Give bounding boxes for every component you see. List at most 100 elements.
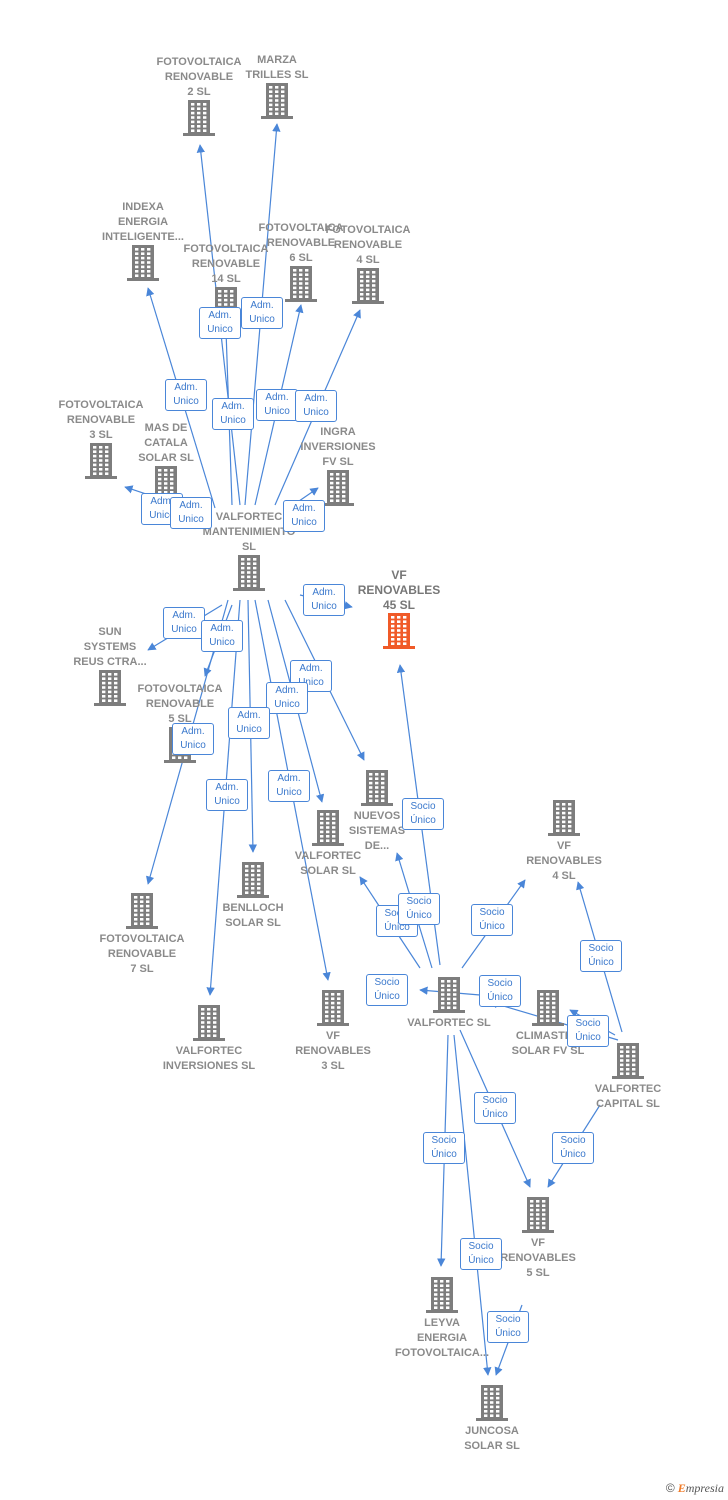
relation-badge[interactable]: Adm. Unico bbox=[165, 379, 207, 411]
relation-badge[interactable]: Adm. Unico bbox=[163, 607, 205, 639]
relation-badge[interactable]: Adm. Unico bbox=[268, 770, 310, 802]
relation-badge[interactable]: Adm. Unico bbox=[303, 584, 345, 616]
company-node-fv6[interactable]: FOTOVOLTAICA RENOVABLE 6 SL bbox=[236, 221, 366, 302]
company-name: VF RENOVABLES 5 SL bbox=[500, 1237, 576, 1279]
building-icon bbox=[322, 470, 354, 506]
relation-badge[interactable]: Adm. Unico bbox=[170, 497, 212, 529]
relation-badge[interactable]: Adm. Unico bbox=[295, 390, 337, 422]
company-name: VALFORTEC INVERSIONES SL bbox=[162, 1045, 256, 1072]
company-name: MAS DE CATALA SOLAR SL bbox=[138, 422, 194, 464]
brand-initial: E bbox=[677, 1481, 686, 1495]
relation-badge[interactable]: Socio Único bbox=[487, 1311, 529, 1343]
company-name: VF RENOVABLES 4 SL bbox=[526, 840, 602, 882]
building-icon bbox=[285, 266, 317, 302]
building-icon bbox=[312, 810, 344, 846]
relation-badge[interactable]: Socio Único bbox=[552, 1132, 594, 1164]
building-icon bbox=[383, 613, 415, 649]
company-name: VALFORTEC SL bbox=[407, 1017, 491, 1029]
company-node-fv7[interactable]: FOTOVOLTAICA RENOVABLE 7 SL bbox=[77, 893, 207, 977]
building-icon bbox=[85, 443, 117, 479]
company-node-valinv[interactable]: VALFORTEC INVERSIONES SL bbox=[144, 1005, 274, 1074]
building-icon bbox=[233, 555, 265, 591]
relation-badge[interactable]: Socio Único bbox=[479, 975, 521, 1007]
empresia-brand[interactable]: © Empresia bbox=[666, 1481, 724, 1496]
building-icon bbox=[476, 1385, 508, 1421]
company-name: CLIMASTER SOLAR FV SL bbox=[511, 1030, 585, 1057]
edge-valsl-juncosa bbox=[453, 1034, 492, 1376]
company-name: MARZA TRILLES SL bbox=[245, 54, 309, 81]
relation-badge[interactable]: Socio Único bbox=[474, 1092, 516, 1124]
relation-badge[interactable]: Adm. Unico bbox=[241, 297, 283, 329]
company-node-fv4[interactable]: FOTOVOLTAICA RENOVABLE 4 SL bbox=[303, 223, 433, 304]
brand-name: mpresia bbox=[685, 1481, 724, 1495]
company-name: VALFORTEC SOLAR SL bbox=[294, 850, 362, 877]
company-node-vf3[interactable]: VF RENOVABLES 3 SL bbox=[268, 990, 398, 1074]
company-node-sun[interactable]: SUN SYSTEMS REUS CTRA... bbox=[45, 625, 175, 706]
relation-badge[interactable]: Adm. Unico bbox=[290, 660, 332, 692]
relation-badge[interactable]: Adm. Unico bbox=[266, 682, 308, 714]
company-node-fv3[interactable]: FOTOVOLTAICA RENOVABLE 3 SL bbox=[36, 398, 166, 479]
company-node-valsl[interactable]: VALFORTEC SL bbox=[384, 977, 514, 1031]
relation-badge[interactable]: Socio Único bbox=[423, 1132, 465, 1164]
building-icon bbox=[361, 770, 393, 806]
company-name: FOTOVOLTAICA RENOVABLE 14 SL bbox=[183, 243, 269, 285]
company-name: FOTOVOLTAICA RENOVABLE 5 SL bbox=[137, 683, 223, 725]
company-name: FOTOVOLTAICA RENOVABLE 6 SL bbox=[258, 222, 344, 264]
company-name: VF RENOVABLES 3 SL bbox=[295, 1030, 371, 1072]
company-node-valsolar[interactable]: VALFORTEC SOLAR SL bbox=[263, 810, 393, 879]
company-node-vf4[interactable]: VF RENOVABLES 4 SL bbox=[499, 800, 629, 884]
relation-badge[interactable]: Adm. Unico bbox=[201, 620, 243, 652]
company-name: INGRA INVERSIONES FV SL bbox=[300, 426, 376, 468]
building-icon bbox=[548, 800, 580, 836]
relation-badge[interactable]: Socio Único bbox=[580, 940, 622, 972]
company-name: JUNCOSA SOLAR SL bbox=[464, 1425, 520, 1452]
building-icon bbox=[352, 268, 384, 304]
building-icon bbox=[612, 1043, 644, 1079]
company-node-nuevos[interactable]: NUEVOS SISTEMAS DE... bbox=[312, 770, 442, 854]
building-icon bbox=[433, 977, 465, 1013]
building-icon bbox=[426, 1277, 458, 1313]
relation-badge[interactable]: Adm. Unico bbox=[228, 707, 270, 739]
company-node-benlloch[interactable]: BENLLOCH SOLAR SL bbox=[188, 862, 318, 931]
building-icon bbox=[183, 100, 215, 136]
company-name: NUEVOS SISTEMAS DE... bbox=[348, 810, 406, 852]
company-node-vf5[interactable]: VF RENOVABLES 5 SL bbox=[473, 1197, 603, 1281]
building-icon bbox=[532, 990, 564, 1026]
relation-badge[interactable]: Socio Único bbox=[567, 1015, 609, 1047]
relation-badge[interactable]: Adm. Unico bbox=[212, 398, 254, 430]
company-node-juncosa[interactable]: JUNCOSA SOLAR SL bbox=[427, 1385, 557, 1454]
company-name: VALFORTEC MANTENIMIENTO SL bbox=[202, 511, 296, 553]
company-name: FOTOVOLTAICA RENOVABLE 4 SL bbox=[325, 224, 411, 266]
company-node-fv2[interactable]: FOTOVOLTAICA RENOVABLE 2 SL bbox=[134, 55, 264, 136]
company-node-ingra[interactable]: INGRA INVERSIONES FV SL bbox=[273, 425, 403, 506]
company-node-valcap[interactable]: VALFORTEC CAPITAL SL bbox=[563, 1043, 693, 1112]
company-name: SUN SYSTEMS REUS CTRA... bbox=[73, 626, 147, 668]
relation-badge[interactable]: Socio Único bbox=[366, 974, 408, 1006]
building-icon bbox=[126, 893, 158, 929]
company-name: VALFORTEC CAPITAL SL bbox=[594, 1083, 662, 1110]
company-node-leyva[interactable]: LEYVA ENERGIA FOTOVOLTAICA... bbox=[377, 1277, 507, 1361]
company-node-marza[interactable]: MARZA TRILLES SL bbox=[212, 53, 342, 119]
relation-badge[interactable]: Socio Único bbox=[402, 798, 444, 830]
relation-badge[interactable]: Adm. Unico bbox=[172, 723, 214, 755]
relation-badge[interactable]: Adm. Unico bbox=[206, 779, 248, 811]
company-node-indexa[interactable]: INDEXA ENERGIA INTELIGENTE... bbox=[78, 200, 208, 281]
relation-badge[interactable]: Socio Único bbox=[471, 904, 513, 936]
relation-badge[interactable]: Adm. Unico bbox=[199, 307, 241, 339]
company-name: LEYVA ENERGIA FOTOVOLTAICA... bbox=[394, 1317, 490, 1359]
building-icon bbox=[94, 670, 126, 706]
building-icon bbox=[193, 1005, 225, 1041]
company-node-valmant[interactable]: VALFORTEC MANTENIMIENTO SL bbox=[184, 510, 314, 591]
building-icon bbox=[127, 245, 159, 281]
company-name: INDEXA ENERGIA INTELIGENTE... bbox=[102, 201, 184, 243]
company-node-mas[interactable]: MAS DE CATALA SOLAR SL bbox=[101, 421, 231, 502]
relation-badge[interactable]: Socio Único bbox=[460, 1238, 502, 1270]
building-icon bbox=[261, 83, 293, 119]
relation-badge[interactable]: Adm. Unico bbox=[283, 500, 325, 532]
company-node-vf45[interactable]: VF RENOVABLES 45 SL bbox=[334, 568, 464, 649]
copyright-symbol: © bbox=[665, 1481, 675, 1495]
company-node-climaster[interactable]: CLIMASTER SOLAR FV SL bbox=[483, 990, 613, 1059]
company-name: FOTOVOLTAICA RENOVABLE 2 SL bbox=[156, 56, 242, 98]
relation-badge[interactable]: Adm. Unico bbox=[256, 389, 298, 421]
relation-badge[interactable]: Socio Único bbox=[398, 893, 440, 925]
